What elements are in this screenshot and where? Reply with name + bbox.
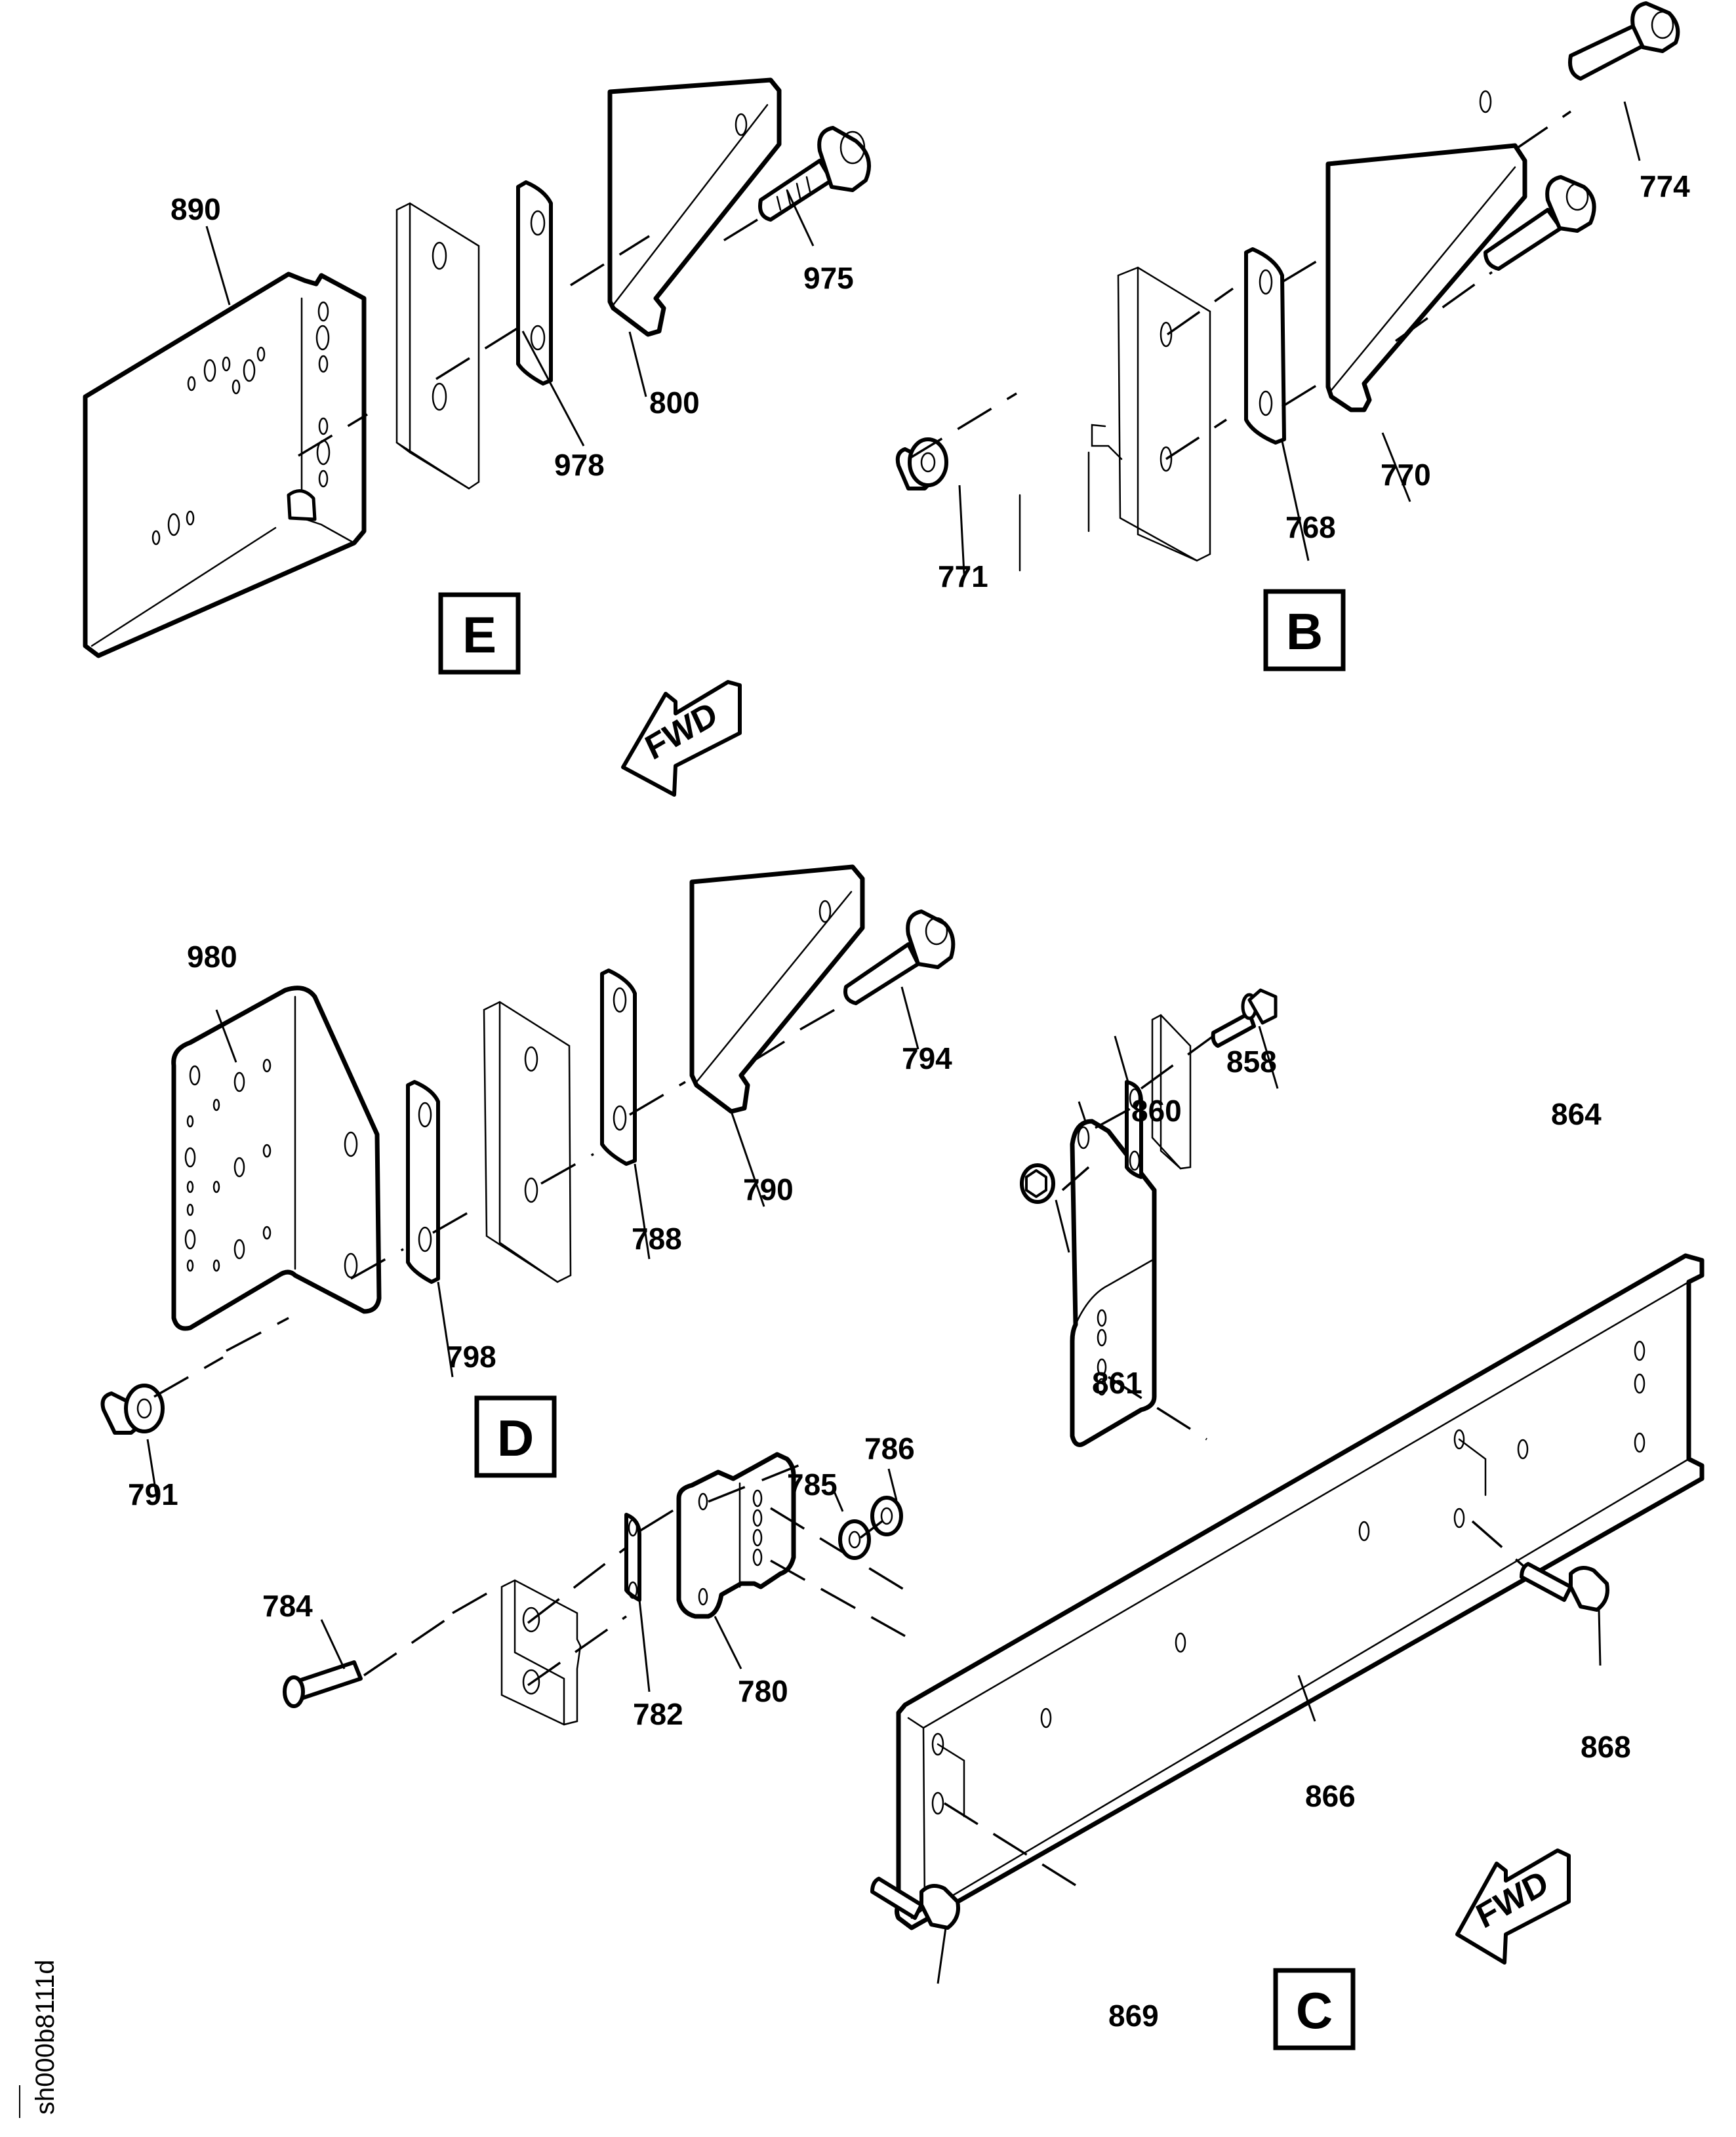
part-780-bracket[interactable] (676, 1452, 796, 1619)
svg-text:sh000b8111d: sh000b8111d (31, 1959, 60, 2115)
leader-line (146, 986, 919, 1502)
part-798-shim-strip[interactable] (406, 1080, 440, 1284)
callout-774: 774 (1640, 169, 1690, 203)
callout-785: 785 (787, 1468, 838, 1502)
callout-768: 768 (1285, 510, 1336, 544)
spacer-block-c-lower (500, 1579, 582, 1726)
view-e-group (83, 77, 871, 658)
alignment-line (298, 218, 758, 457)
callout-790: 790 (743, 1172, 794, 1207)
part-861-nut[interactable] (1020, 1163, 1055, 1204)
spacer-block-b (1117, 266, 1211, 562)
part-768-shim-strip[interactable] (1244, 247, 1286, 445)
svg-text:E: E (462, 606, 496, 664)
leader-line (958, 101, 1641, 574)
alignment-line (153, 1002, 847, 1398)
part-774-bolt[interactable] (1568, 1, 1680, 81)
spacer-block-d (483, 1001, 572, 1283)
part-978-shim-strip[interactable] (516, 180, 553, 386)
part-980-mounting-plate[interactable] (171, 986, 382, 1331)
fwd-arrow-icon-bottom: FWD (1455, 1848, 1571, 1965)
callout-864: 864 (1551, 1097, 1602, 1131)
callout-858: 858 (1226, 1045, 1277, 1079)
callout-labels: 890 978 800 975 774 770 768 771 980 794 … (128, 169, 1690, 2033)
callout-791: 791 (128, 1477, 178, 1511)
alignment-line (908, 110, 1571, 460)
callout-770: 770 (1381, 458, 1431, 492)
callout-788: 788 (632, 1222, 682, 1256)
callout-980: 980 (187, 940, 237, 974)
callout-794: 794 (902, 1041, 952, 1075)
part-790-angle-bracket[interactable] (689, 864, 865, 1114)
part-890-mounting-plate[interactable] (83, 271, 367, 658)
part-800-angle-bracket[interactable] (607, 77, 782, 337)
view-c-group (283, 988, 1705, 1984)
part-858-shim-strip[interactable] (1125, 1080, 1143, 1179)
callout-782: 782 (633, 1697, 683, 1731)
svg-text:B: B (1286, 603, 1323, 660)
part-786-nut[interactable] (870, 1496, 903, 1536)
part-771-nut[interactable] (895, 437, 948, 490)
callout-861: 861 (1092, 1366, 1142, 1400)
view-b-group (895, 1, 1680, 574)
callout-786: 786 (864, 1431, 915, 1466)
part-782-shim-strip[interactable] (624, 1513, 641, 1602)
part-784-screw[interactable] (283, 1660, 363, 1708)
callout-890: 890 (171, 192, 221, 226)
part-860-bracket[interactable] (1070, 1119, 1157, 1447)
document-id: sh000b8111d (19, 1959, 60, 2118)
leader-line (320, 1026, 1602, 1984)
view-label-d: D (474, 1395, 557, 1478)
callout-780: 780 (738, 1674, 788, 1708)
part-785-washer[interactable] (838, 1519, 871, 1560)
fwd-arrow-icon-top: FWD (621, 680, 742, 797)
svg-text:C: C (1296, 1982, 1333, 2039)
callout-975: 975 (803, 261, 854, 295)
bolt-unlabeled[interactable] (1484, 175, 1596, 271)
callout-800: 800 (649, 386, 700, 420)
spacer-block-c (1151, 1014, 1192, 1170)
part-770-angle-bracket[interactable] (1325, 90, 1527, 412)
part-864-bolt[interactable] (1211, 988, 1278, 1048)
part-794-bolt[interactable] (843, 909, 956, 1005)
part-975-bolt[interactable] (758, 126, 871, 222)
part-791-nut[interactable] (100, 1384, 165, 1435)
callout-771: 771 (938, 559, 988, 593)
callout-869: 869 (1108, 1999, 1159, 2033)
leader-line (205, 190, 815, 447)
part-868-bolt[interactable] (1520, 1562, 1609, 1612)
callout-784: 784 (262, 1589, 313, 1623)
part-788-shim-strip[interactable] (600, 969, 637, 1166)
callout-866: 866 (1305, 1779, 1356, 1813)
callout-978: 978 (554, 448, 605, 482)
callout-798: 798 (446, 1340, 496, 1374)
svg-text:D: D (497, 1409, 534, 1467)
callout-868: 868 (1581, 1730, 1631, 1764)
alignment-line (363, 1035, 1526, 1887)
view-label-b: B (1263, 589, 1346, 671)
spacer-block-e (395, 202, 480, 490)
callout-860: 860 (1131, 1094, 1182, 1128)
view-d-group (100, 864, 956, 1502)
view-label-e: E (438, 592, 521, 675)
frame-outline (1019, 424, 1123, 572)
view-label-c: C (1273, 1968, 1356, 2050)
part-869-bolt[interactable] (870, 1711, 967, 1930)
